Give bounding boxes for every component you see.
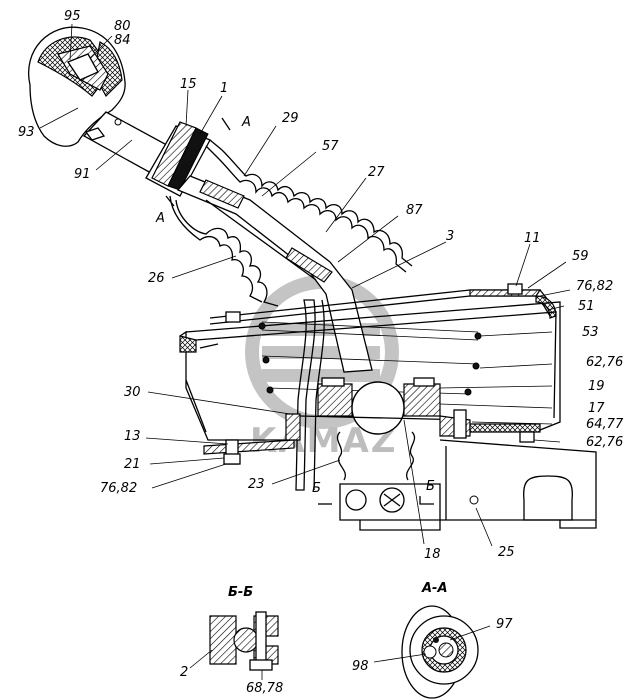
section-aa-title: А-А [421, 581, 448, 596]
callout-59: 59 [572, 249, 589, 264]
callout-26: 26 [148, 271, 165, 286]
callout-91: 91 [74, 167, 91, 182]
callout-84: 84 [114, 33, 131, 48]
callout-93: 93 [18, 125, 35, 140]
callout-3: 3 [446, 229, 454, 244]
callout-11: 11 [524, 231, 541, 246]
callout-19: 19 [588, 379, 605, 394]
callout-1: 1 [220, 81, 228, 96]
upper-collar [145, 121, 211, 197]
callout-64-77: 64,77 [586, 417, 624, 432]
section-aa-detail: А-А [373, 581, 491, 699]
section-a-marks: А А [155, 115, 251, 226]
callout-57: 57 [322, 139, 339, 154]
gearbox-top [203, 439, 597, 531]
callout-98: 98 [352, 659, 369, 674]
callout-76-82-bottom: 76,82 [100, 481, 137, 496]
callout-15: 15 [180, 77, 197, 92]
callout-80: 80 [114, 19, 131, 34]
marker-a-top: А [241, 115, 251, 130]
section-b-marks: Б Б [312, 479, 435, 505]
callout-27: 27 [368, 165, 385, 180]
section-bb-title: Б-Б [228, 585, 253, 600]
callout-18: 18 [424, 547, 441, 562]
callout-21: 21 [124, 457, 141, 472]
callout-2: 2 [180, 665, 188, 680]
callout-29: 29 [282, 111, 299, 126]
callout-53: 53 [582, 325, 599, 340]
callout-30: 30 [124, 385, 141, 400]
callout-labels: 95 80 84 93 91 15 1 29 57 27 87 3 11 59 … [18, 9, 624, 696]
section-bb-detail: Б-Б [189, 585, 279, 680]
callout-87: 87 [406, 203, 423, 218]
callout-76-82-top: 76,82 [576, 279, 613, 294]
callout-68-78: 68,78 [246, 681, 283, 696]
leader-lines [39, 23, 571, 547]
callout-51: 51 [578, 299, 595, 314]
lower-boot [285, 409, 541, 481]
lever-tube [176, 175, 373, 491]
callout-23: 23 [248, 477, 265, 492]
ball-joint [299, 377, 471, 435]
marker-b-right: Б [426, 479, 435, 494]
callout-62-76-bottom: 62,76 [586, 435, 623, 450]
callout-62-76-top: 62,76 [586, 355, 623, 370]
callout-17: 17 [588, 401, 605, 416]
callout-97: 97 [496, 617, 513, 632]
callout-13: 13 [124, 429, 141, 444]
callout-95: 95 [64, 9, 81, 24]
marker-b-left: Б [312, 481, 321, 496]
marker-a-bottom: А [155, 211, 165, 226]
upper-cover [209, 283, 557, 325]
callout-25: 25 [498, 545, 515, 560]
